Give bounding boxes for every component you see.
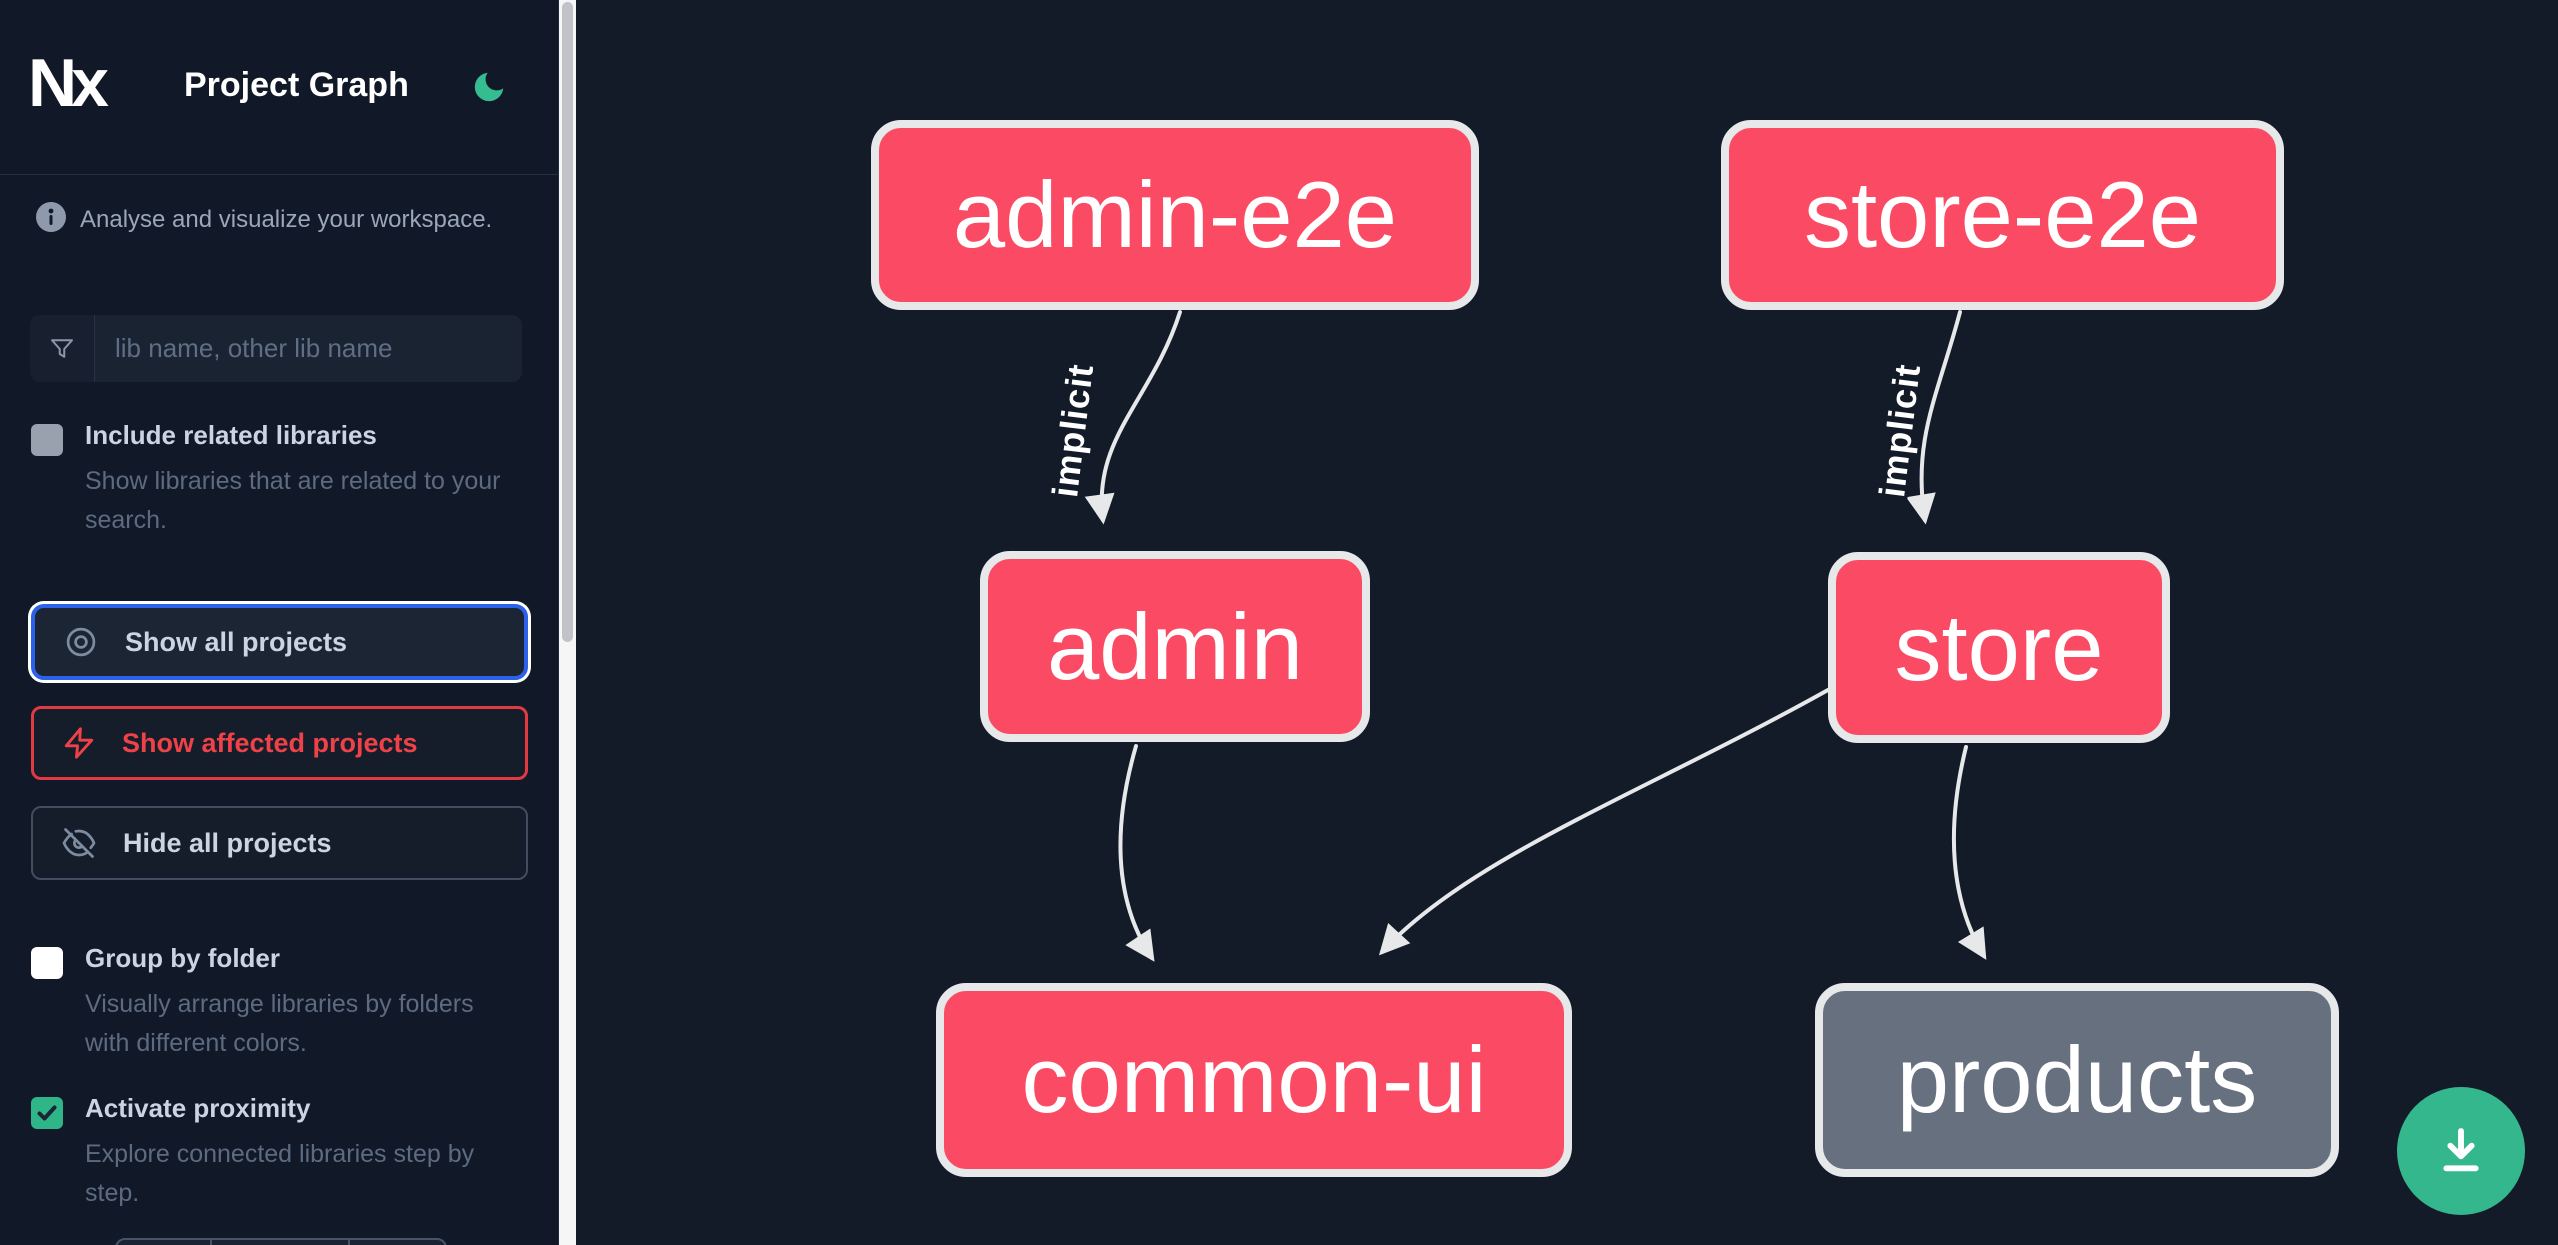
header-divider [0,174,558,175]
sidebar-scrollbar-thumb[interactable] [562,2,573,642]
download-graph-button[interactable] [2397,1087,2525,1215]
stepper-decrement[interactable] [117,1240,210,1245]
edge-store-products [1951,745,1987,960]
eye-icon [66,627,96,657]
button-label: Show affected projects [122,727,418,758]
edge-admin-e2e-admin [1084,310,1182,525]
info-icon [36,202,66,232]
option-description: Explore connected libraries step by step… [85,1140,475,1207]
project-node-store[interactable]: store [1828,552,2170,743]
edge-store-e2e-store [1906,310,1962,525]
checkbox-activate-proximity[interactable] [31,1097,63,1129]
option-description: Show libraries that are related to your … [85,467,501,534]
sidebar: Nx Project Graph Analyse and visualize y… [0,0,559,1245]
search-box [30,315,522,382]
option-description: Visually arrange libraries by folders wi… [85,990,474,1057]
search-input[interactable] [95,315,522,382]
edge-store-common-ui [1378,688,1830,956]
download-icon [2443,1128,2479,1172]
edge-label-implicit: implicit [1044,361,1101,499]
filter-funnel-icon [30,315,95,382]
checkbox-group-by-folder[interactable] [31,947,63,979]
hide-all-projects-button[interactable]: Hide all projects [31,806,528,880]
checkbox-include-related[interactable] [31,424,63,456]
bolt-icon [64,727,94,759]
option-label: Group by folder [85,943,280,973]
page-title: Project Graph [184,66,409,104]
checkmark-icon [37,1105,57,1121]
option-label: Activate proximity [85,1093,311,1123]
show-affected-projects-button[interactable]: Show affected projects [31,706,528,780]
tagline: Analyse and visualize your workspace. [80,206,493,233]
button-label: Show all projects [125,626,348,657]
nx-logo: Nx [28,45,109,121]
eye-off-icon [62,828,96,858]
stepper-value [210,1240,348,1245]
project-node-store-e2e[interactable]: store-e2e [1721,120,2284,310]
stepper-increment[interactable] [348,1240,445,1245]
edge-admin-common-ui [1118,744,1155,962]
project-node-admin[interactable]: admin [980,551,1370,742]
dark-mode-moon-icon[interactable] [470,68,508,106]
show-all-projects-button[interactable]: Show all projects [31,604,528,680]
button-label: Hide all projects [123,827,332,858]
project-node-common-ui[interactable]: common-ui [936,983,1572,1177]
proximity-depth-stepper[interactable] [115,1238,447,1245]
option-label: Include related libraries [85,420,377,450]
project-node-admin-e2e[interactable]: admin-e2e [871,120,1479,310]
edge-label-implicit: implicit [1871,361,1928,499]
project-node-products[interactable]: products [1815,983,2339,1177]
